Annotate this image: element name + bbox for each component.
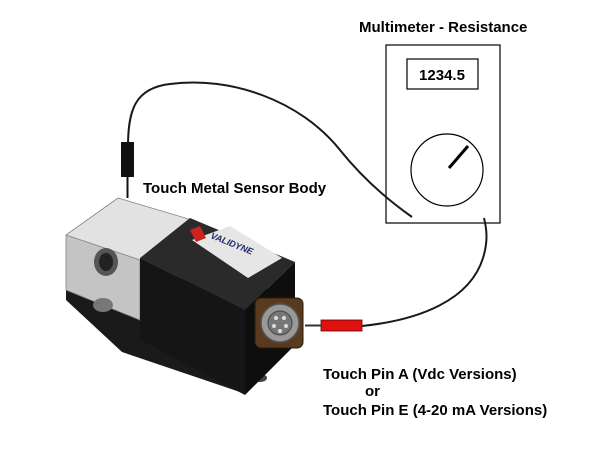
multimeter-display	[406, 58, 479, 90]
sensor-body-label: Touch Metal Sensor Body	[143, 180, 327, 197]
connector-pin	[274, 316, 278, 320]
black-probe-wire	[127, 81, 413, 218]
multimeter-reading: 1234.5	[419, 67, 465, 84]
pressure-sensor: VALIDYNE	[65, 197, 304, 395]
connector-pin	[282, 316, 286, 320]
pressure-port-lower	[93, 298, 113, 312]
dial-pointer	[447, 145, 470, 169]
brand-logo-mark	[190, 226, 206, 242]
red-probe-wire	[361, 217, 488, 327]
multimeter: 1234.5	[385, 44, 501, 224]
red-probe	[320, 319, 363, 332]
housing-label	[192, 226, 282, 278]
pin-e-label: Touch Pin E (4-20 mA Versions)	[323, 402, 548, 419]
multimeter-dial	[410, 133, 484, 207]
connector-pin	[278, 329, 282, 333]
multimeter-title: Multimeter - Resistance	[359, 19, 528, 36]
connector-insert	[267, 310, 293, 336]
or-label: or	[365, 383, 380, 400]
black-probe	[121, 142, 134, 177]
housing-top	[140, 218, 295, 310]
connector-pin	[284, 324, 288, 328]
housing-front	[140, 258, 245, 395]
connector-pin	[272, 324, 276, 328]
pressure-port-inner	[99, 253, 113, 271]
pin-a-label: Touch Pin A (Vdc Versions)	[323, 366, 517, 383]
